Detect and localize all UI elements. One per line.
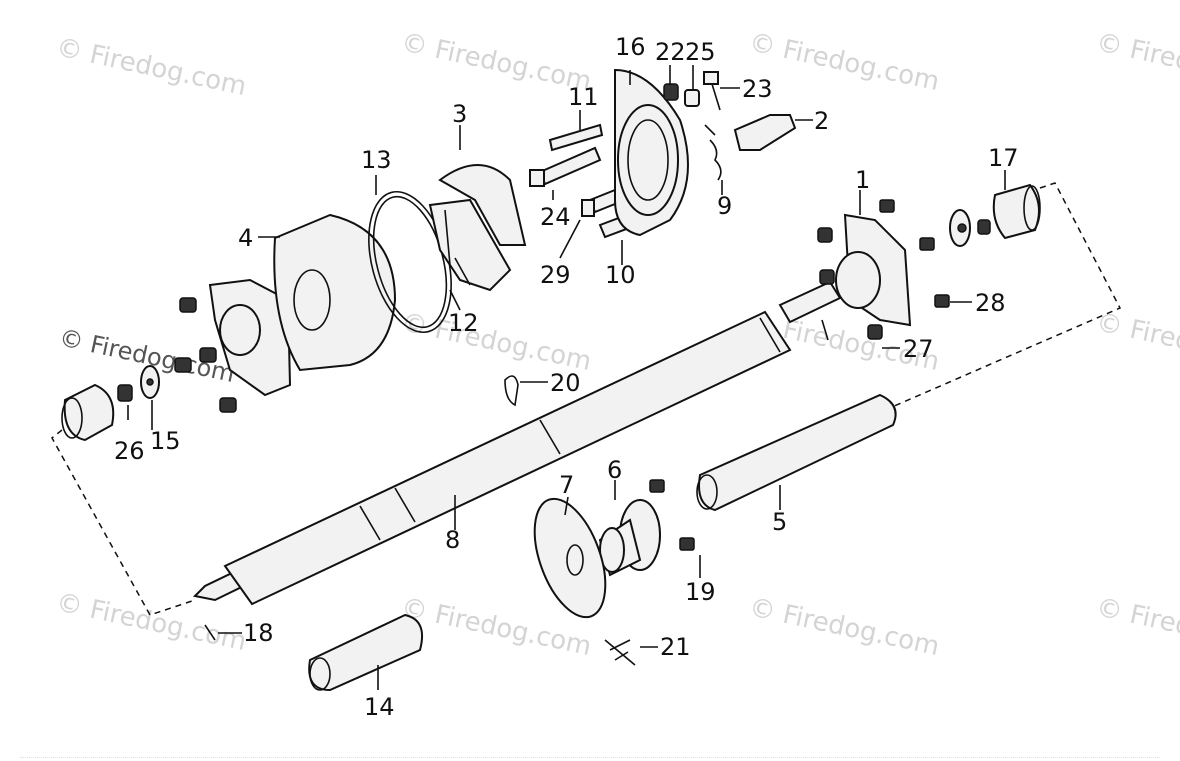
clip-21 (604, 639, 636, 666)
callout-27: 27 (903, 335, 934, 363)
callout-5: 5 (772, 508, 787, 536)
alignment-lines (51, 182, 1122, 616)
brake-drum-4 (174, 213, 397, 413)
callout-21: 21 (660, 633, 691, 661)
callout-14: 14 (364, 693, 395, 721)
nut-22 (663, 83, 679, 101)
callout-15: 15 (150, 427, 181, 455)
callout-2: 2 (814, 107, 829, 135)
callout-28: 28 (975, 289, 1006, 317)
callout-19: 19 (685, 578, 716, 606)
callout-24: 24 (540, 203, 571, 231)
callout-3: 3 (452, 100, 467, 128)
callout-1: 1 (855, 166, 870, 194)
callout-7: 7 (559, 471, 574, 499)
washer-15 (140, 365, 160, 399)
nut-right (977, 219, 991, 235)
callout-labels: 1 2 3 4 5 6 7 8 9 10 11 12 13 14 15 16 1… (114, 33, 1019, 721)
watermark: © Firedog.com (399, 28, 594, 98)
callout-26: 26 (114, 437, 145, 465)
bolt-19 (679, 537, 695, 551)
bolt-23 (703, 71, 721, 111)
hub-1 (817, 199, 950, 340)
callout-11: 11 (568, 83, 599, 111)
watermark: © Fired (1094, 28, 1180, 78)
callout-12: 12 (448, 309, 479, 337)
tube-14 (308, 613, 424, 692)
callout-23: 23 (742, 75, 773, 103)
watermark: © Firedog.com (747, 593, 942, 663)
watermark: © Firedog.com (399, 308, 594, 378)
callout-8: 8 (445, 526, 460, 554)
lever-2 (733, 114, 797, 151)
axle-shaft (192, 280, 842, 606)
callout-22: 22 (655, 38, 686, 66)
clip-20 (504, 375, 519, 407)
watermark: © Fired (1094, 308, 1180, 358)
left-dust-cap (61, 383, 115, 442)
brake-shoe-3 (428, 164, 527, 292)
callout-20: 20 (550, 369, 581, 397)
watermark: © Firedog.com (54, 33, 249, 103)
callout-29: 29 (540, 261, 571, 289)
bottom-divider (20, 757, 1160, 758)
watermark: © Firedog.com (747, 28, 942, 98)
leader-lines (127, 65, 1006, 690)
callout-9: 9 (717, 192, 732, 220)
nut-26 (117, 384, 133, 402)
callout-13: 13 (361, 146, 392, 174)
nut-25 (684, 89, 700, 107)
plate-7 (533, 497, 607, 619)
callout-6: 6 (607, 456, 622, 484)
callout-17: 17 (988, 144, 1019, 172)
brake-panel-16 (614, 68, 689, 237)
callout-18: 18 (243, 619, 274, 647)
spring-9 (704, 124, 722, 181)
pin-18 (204, 624, 216, 641)
flange-6 (598, 499, 661, 577)
watermark: © Fired (1094, 593, 1180, 643)
washer-right (949, 209, 971, 247)
bolt-6b (649, 479, 665, 493)
callout-25: 25 (685, 38, 716, 66)
callout-16: 16 (615, 33, 646, 61)
alignment-line-left (51, 429, 196, 616)
callout-10: 10 (605, 261, 636, 289)
callout-4: 4 (238, 224, 253, 252)
tube-5 (696, 393, 897, 512)
cotter-27 (821, 319, 829, 341)
dust-cap-17 (992, 183, 1041, 240)
